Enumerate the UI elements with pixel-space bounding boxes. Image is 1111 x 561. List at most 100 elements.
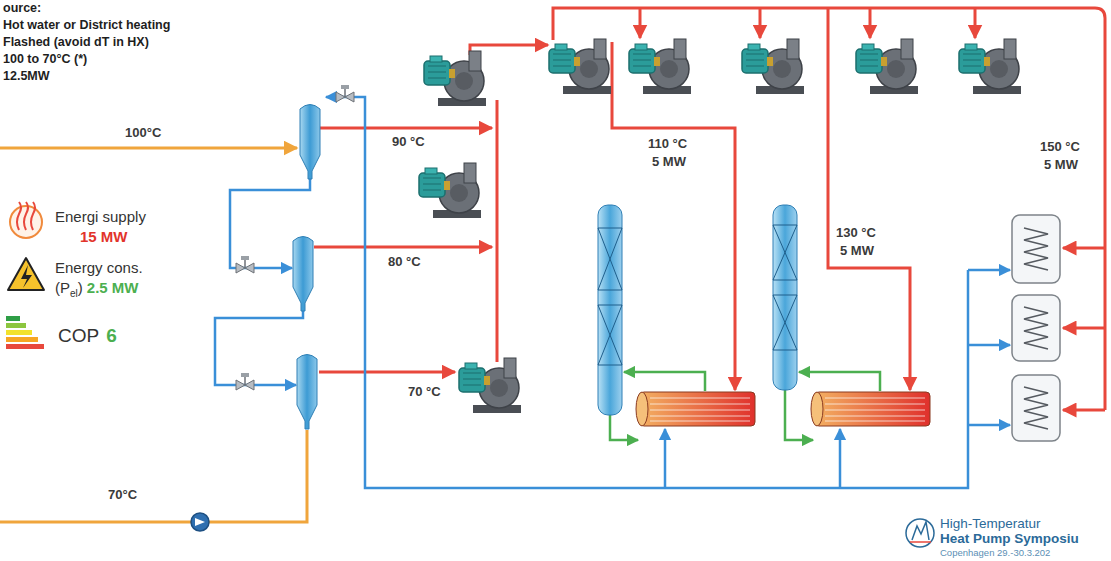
- coil-heater: [1024, 228, 1048, 270]
- pipe-red: [314, 246, 492, 249]
- distillation-column: [773, 225, 797, 350]
- pipe-blue: [215, 311, 303, 385]
- electric-warning-icon: [21, 265, 32, 288]
- temperature-label: 70°C: [108, 488, 137, 503]
- expansion-valve: [236, 373, 254, 390]
- efficiency-rating-icon: [6, 337, 38, 342]
- supply-icon: [10, 206, 42, 238]
- coil-heater: [1012, 215, 1060, 441]
- heat-exchanger: [650, 398, 750, 421]
- logo-text: Copenhagen 29.-30.3.202: [940, 548, 1050, 559]
- pump: [191, 513, 209, 531]
- flash-drum: [297, 355, 317, 430]
- coil-heater: [1024, 387, 1048, 429]
- heat-output-label: 5 MW: [652, 155, 686, 170]
- power-symbol: (P: [55, 279, 70, 296]
- temperature-label: 70 °C: [408, 385, 441, 400]
- heat-exchanger: [825, 398, 925, 421]
- energy-consumption-value: 2.5 MW: [87, 279, 139, 296]
- source-note: 12.5MW: [3, 69, 50, 83]
- distillation-column: [773, 205, 797, 390]
- distillation-column: [598, 205, 797, 415]
- efficiency-rating-icon: [6, 316, 44, 349]
- source-note: Flashed (avoid dT in HX): [3, 35, 149, 49]
- coil-heater: [1012, 215, 1060, 283]
- heat-exchanger: [636, 392, 930, 426]
- pipe-red: [320, 127, 492, 130]
- compressor: [629, 39, 691, 94]
- flash-drum: [293, 105, 320, 430]
- expansion-valve: [336, 85, 354, 102]
- compressor: [424, 51, 486, 106]
- expansion-valve: [236, 85, 354, 390]
- cop-value: 6: [106, 325, 117, 346]
- electric-warning-icon: [8, 258, 44, 290]
- heat-output-label: 5 MW: [840, 244, 874, 259]
- electric-warning-icon: [8, 258, 44, 290]
- temperature-label: 90 °C: [392, 135, 425, 150]
- logo-text: Heat Pump Symposiu: [940, 531, 1079, 547]
- coil-heater: [1024, 307, 1048, 349]
- pipe-red: [496, 100, 499, 362]
- pipe-orange: [0, 147, 297, 150]
- supply-icon: [10, 202, 42, 238]
- pipe-blue: [968, 269, 1010, 272]
- pipe-blue: [664, 429, 667, 488]
- pipe-red: [314, 8, 1105, 410]
- compressor: [419, 163, 481, 218]
- energy-consumption-label: Energy cons.: [55, 259, 143, 276]
- compressor: [419, 39, 1021, 413]
- temperature-label: 110 °C: [648, 137, 687, 152]
- pipe-red: [612, 42, 735, 390]
- supply-icon: [17, 202, 35, 230]
- pipe-orange: [0, 148, 307, 522]
- pipe-red: [1063, 327, 1105, 330]
- pipe-red: [319, 371, 455, 374]
- heat-exchanger: [640, 392, 755, 426]
- heat-exchanger: [815, 392, 930, 426]
- temperature-label: 100°C: [125, 126, 161, 141]
- pipe-green: [624, 372, 705, 391]
- source-note: 100 to 70°C (*): [3, 52, 87, 66]
- heat-exchanger: [811, 392, 823, 426]
- compressor: [959, 39, 1021, 94]
- flash-drum: [293, 237, 313, 312]
- cop-label: COP: [58, 325, 99, 346]
- pipe-blue: [839, 429, 842, 488]
- pipe-red: [1063, 409, 1105, 412]
- flash-drum: [300, 105, 320, 180]
- compressor: [549, 39, 611, 94]
- pipe-red: [759, 8, 762, 38]
- expansion-valve: [236, 256, 254, 273]
- pipe-green: [785, 390, 813, 440]
- pipe-red: [470, 45, 548, 55]
- coil-heater: [1012, 375, 1060, 441]
- symposium-logo: [906, 519, 934, 547]
- power-subscript: el: [70, 288, 78, 299]
- symposium-logo: [906, 519, 934, 547]
- pipe-blue: [215, 97, 1010, 488]
- compressor: [742, 39, 804, 94]
- power-consumption-row: (Pel)2.5 MW: [55, 279, 138, 300]
- efficiency-rating-icon: [6, 316, 20, 321]
- pipe-blue: [968, 424, 1010, 427]
- pipe-red: [974, 8, 977, 38]
- heat-exchanger: [636, 392, 648, 426]
- distillation-column: [598, 228, 622, 365]
- temperature-label: 130 °C: [836, 226, 876, 241]
- efficiency-rating-icon: [6, 330, 32, 335]
- efficiency-rating-icon: [6, 344, 44, 349]
- pipe-green: [610, 415, 638, 440]
- pump: [191, 513, 209, 531]
- distillation-column: [598, 205, 622, 415]
- symposium-logo: [912, 522, 929, 540]
- pump: [195, 518, 205, 526]
- power-symbol: ): [78, 279, 83, 296]
- pipe-blue: [968, 344, 1010, 347]
- coil-heater: [1012, 295, 1060, 361]
- compressor: [459, 358, 521, 413]
- pipe-red: [869, 8, 872, 38]
- energy-supply-value: 15 MW: [80, 228, 128, 245]
